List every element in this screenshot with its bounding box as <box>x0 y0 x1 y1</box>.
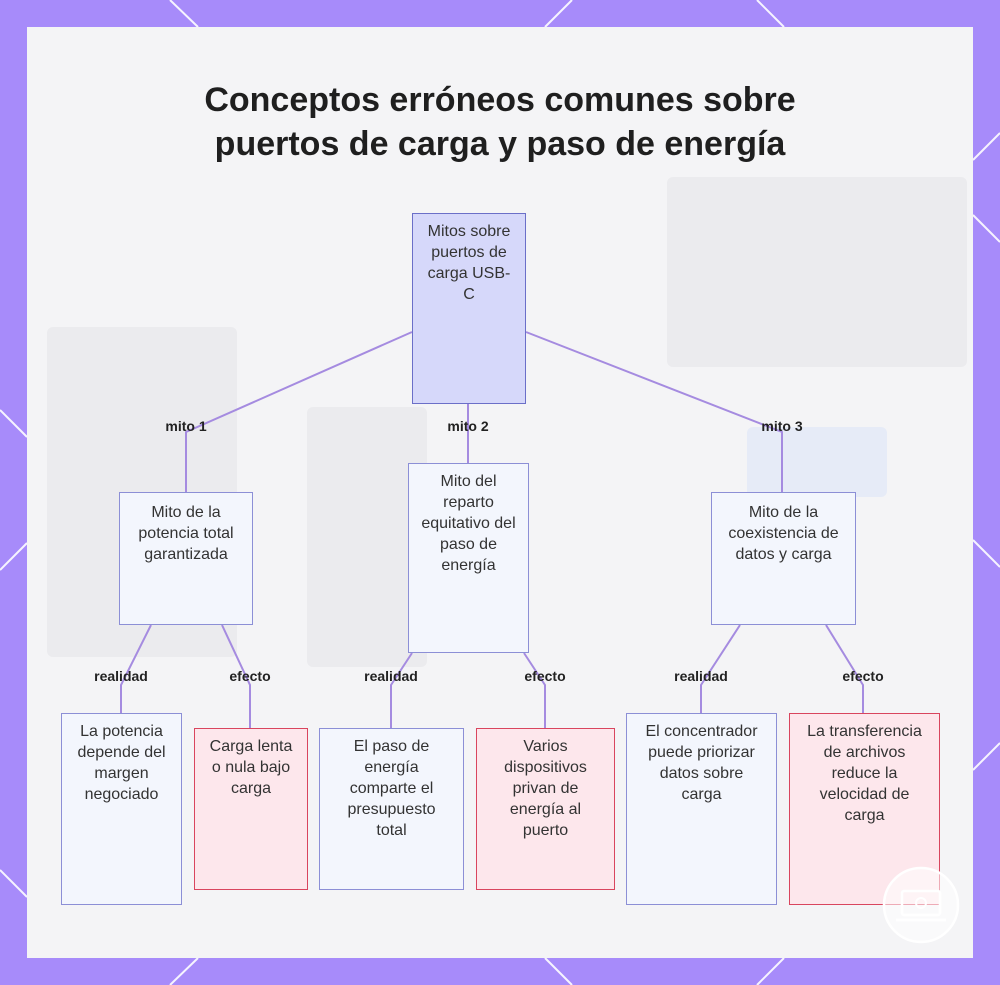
edge-root-myth1 <box>186 332 412 492</box>
laptop-logo-icon <box>882 866 960 944</box>
edge-label-reality-3: realidad <box>674 668 728 684</box>
node-reality-1: La potencia depende del margen negociado <box>61 713 182 905</box>
node-reality-3: El concentrador puede priorizar datos so… <box>626 713 777 905</box>
edge-label-effect-3: efecto <box>842 668 883 684</box>
edge-myth2-effect2 <box>524 653 545 728</box>
edge-label-myth-2: mito 2 <box>447 418 488 434</box>
node-myth-1: Mito de la potencia total garantizada <box>119 492 253 625</box>
edge-label-myth-1: mito 1 <box>165 418 206 434</box>
node-reality-2: El paso de energía comparte el presupues… <box>319 728 464 890</box>
node-effect-2: Varios dispositivos privan de energía al… <box>476 728 615 890</box>
edge-root-myth3 <box>526 332 782 492</box>
node-myth-2: Mito del reparto equitativo del paso de … <box>408 463 529 653</box>
node-myth-3: Mito de la coexistencia de datos y carga <box>711 492 856 625</box>
node-effect-1: Carga lenta o nula bajo carga <box>194 728 308 890</box>
edge-label-myth-3: mito 3 <box>761 418 802 434</box>
edge-label-reality-1: realidad <box>94 668 148 684</box>
node-root: Mitos sobre puertos de carga USB-C <box>412 213 526 404</box>
edge-myth2-reality2 <box>391 653 412 728</box>
edge-label-effect-1: efecto <box>229 668 270 684</box>
edge-label-reality-2: realidad <box>364 668 418 684</box>
edge-label-effect-2: efecto <box>524 668 565 684</box>
